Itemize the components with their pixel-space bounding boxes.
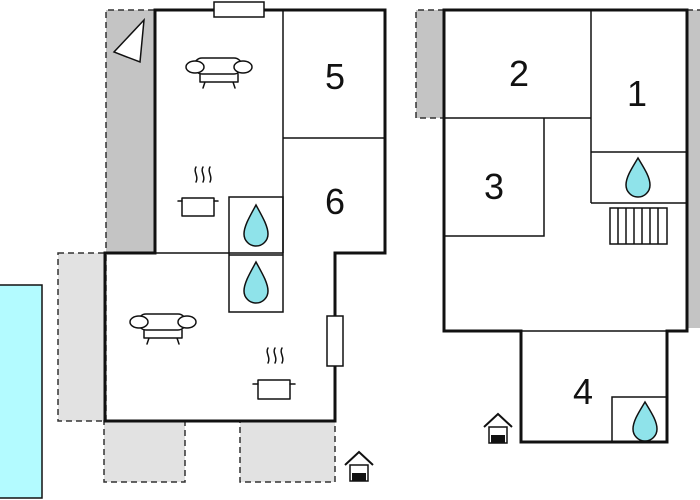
water-drop-icon [632,400,658,442]
room-number-6: 6 [325,181,345,222]
cooking-pot-icon [252,347,296,400]
sofa-icon [129,313,197,345]
water-drops [243,156,658,442]
water-drop-icon [625,156,651,198]
water-drop-icon [243,203,269,247]
terraces [57,252,336,483]
entrance-house-icon [483,412,513,444]
water-drop-icon [243,260,269,304]
room-number-1: 1 [627,73,647,114]
entrance-house-icon [344,450,374,482]
north-arrow-icon [112,17,145,64]
room-number-5: 5 [325,56,345,97]
cooking-pot-icon [177,166,219,217]
pool [0,284,43,499]
right-building [442,8,689,444]
room-number-3: 3 [484,166,504,207]
sofa-icon [185,57,253,89]
left-building [103,1,387,423]
stairs-icon [609,207,668,245]
room-number-4: 4 [573,371,593,412]
room-number-2: 2 [509,53,529,94]
